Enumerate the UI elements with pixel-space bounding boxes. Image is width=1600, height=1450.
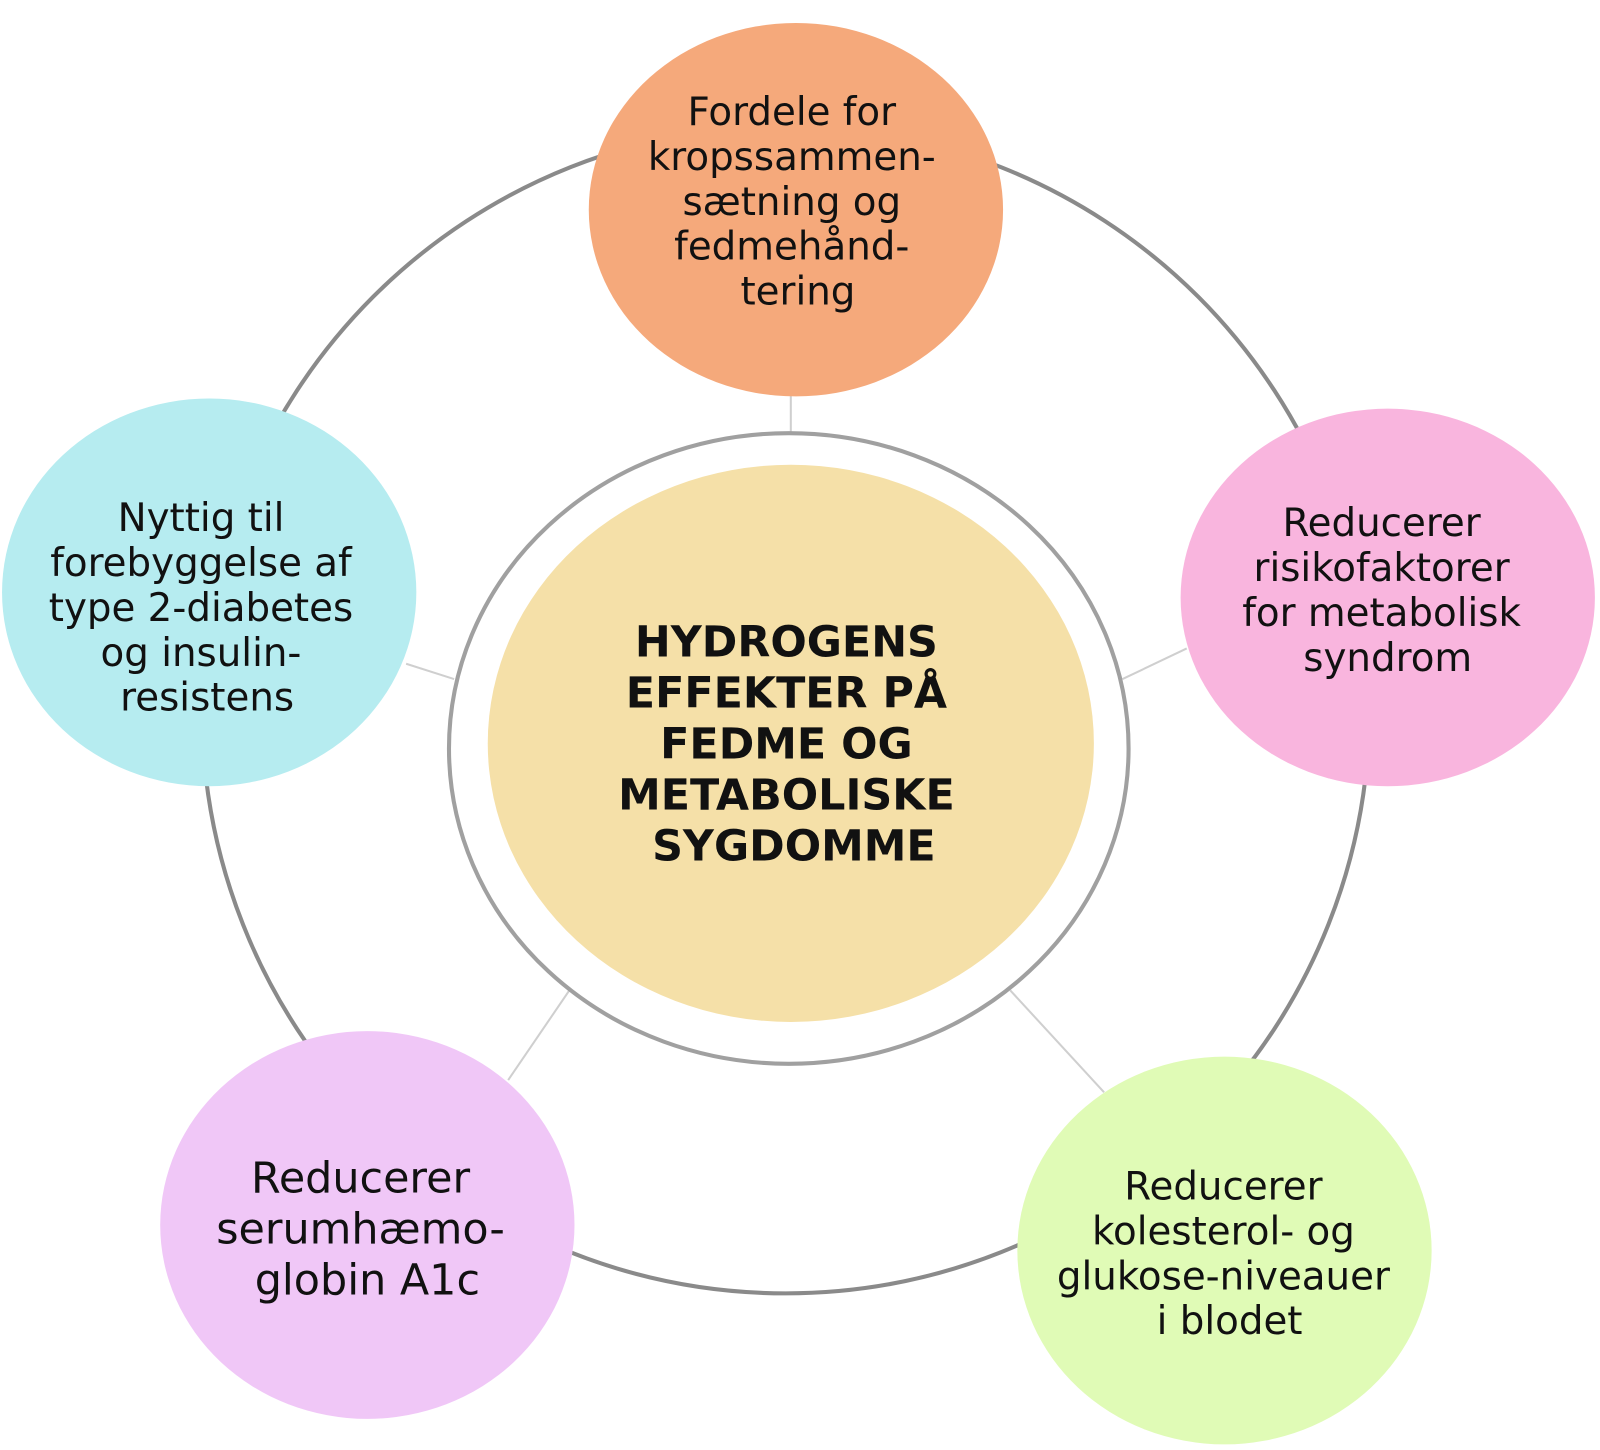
center-title: HYDROGENS EFFEKTER PÅ FEDME OG METABOLIS…	[618, 618, 970, 872]
node-label: Reducerer kolesterol- og glukose-niveaue…	[1057, 1164, 1402, 1344]
spoke-right	[1122, 647, 1188, 681]
node-left: Nyttig til forebyggelse af type 2-diabet…	[2, 398, 417, 787]
node-bottom-right: Reducerer kolesterol- og glukose-niveaue…	[1017, 1056, 1432, 1445]
node-label: Fordele for kropssammen- sætning og fedm…	[648, 90, 948, 315]
spoke-bottom-left	[507, 989, 571, 1081]
node-bottom-left: Reducerer serumhæmo- globin A1c	[160, 1031, 575, 1419]
node-circle	[1017, 1056, 1432, 1445]
node-top: Fordele for kropssammen- sætning og fedm…	[588, 22, 1004, 397]
node-circle	[160, 1031, 575, 1419]
node-label: Reducerer risikofaktorer for metabolisk …	[1242, 501, 1533, 681]
node-circle	[588, 22, 1004, 397]
node-label: Reducerer serumhæmo- globin A1c	[216, 1153, 518, 1305]
node-label: Nyttig til forebyggelse af type 2-diabet…	[49, 496, 366, 721]
node-circle	[2, 398, 417, 787]
spoke-left	[405, 662, 455, 681]
center-circle	[487, 464, 1094, 1022]
node-right: Reducerer risikofaktorer for metabolisk …	[1180, 408, 1595, 787]
node-circle	[1180, 408, 1595, 787]
spokes	[405, 393, 1188, 1094]
spoke-bottom-right	[1009, 989, 1105, 1094]
